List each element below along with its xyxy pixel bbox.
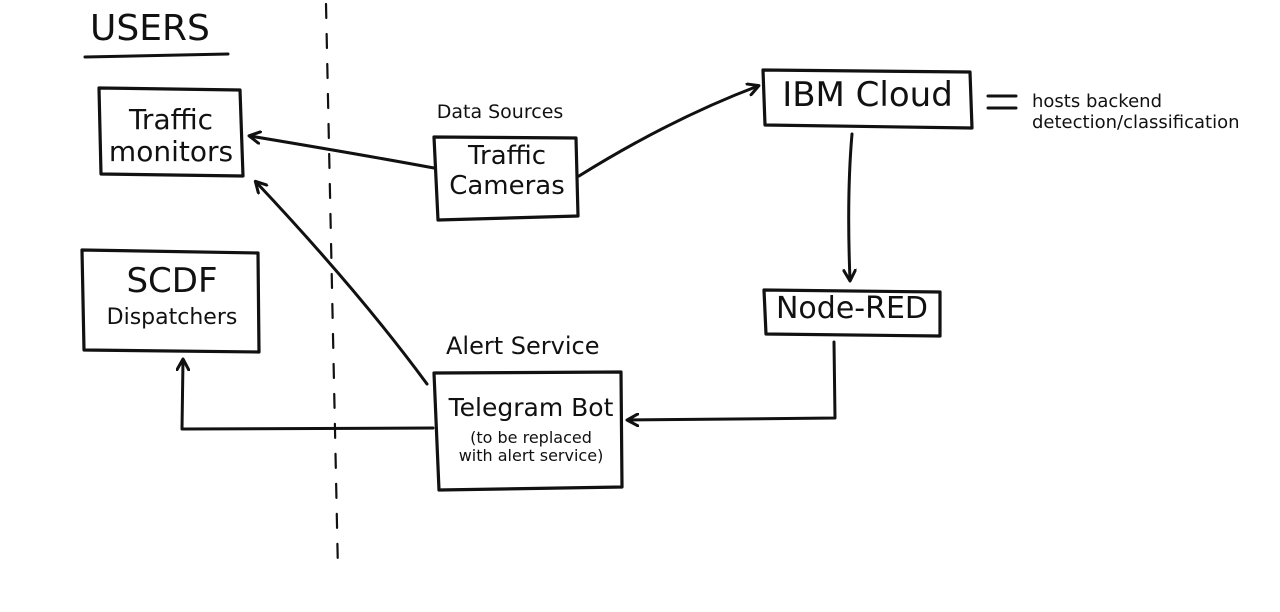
- arrow-node-red-to-telegram: [628, 340, 837, 420]
- users-underline: [83, 52, 230, 59]
- arrow-cameras-to-ibm-cloud: [577, 86, 758, 178]
- scdf-title: SCDF: [126, 261, 218, 301]
- traffic-cameras-label: Traffic Cameras: [449, 141, 565, 201]
- boundary-dashed-line: [324, 2, 340, 574]
- alert-service-label: Alert Service: [446, 332, 600, 360]
- data-sources-label: Data Sources: [436, 101, 564, 123]
- telegram-bot-note: (to be replaced with alert service): [458, 427, 604, 466]
- telegram-bot-box[interactable]: [432, 370, 624, 492]
- traffic-monitors-box[interactable]: [97, 86, 245, 178]
- equals-sign: [986, 94, 1018, 110]
- arrow-telegram-to-scdf: [182, 360, 435, 431]
- node-red-box[interactable]: [762, 288, 942, 338]
- scdf-subtitle: Dispatchers: [106, 305, 238, 331]
- users-heading: USERS: [90, 8, 210, 49]
- ibm-cloud-label: IBM Cloud: [782, 75, 953, 115]
- telegram-bot-label: Telegram Bot (to be replaced with alert …: [440, 393, 622, 466]
- hosts-backend-note: hosts backend detection/classification: [1032, 91, 1240, 133]
- scdf-dispatchers-box[interactable]: [80, 248, 261, 354]
- arrow-cameras-to-monitors: [250, 136, 436, 170]
- arrow-telegram-to-monitors: [256, 182, 429, 386]
- arrow-ibm-cloud-to-node-red: [849, 132, 852, 280]
- traffic-monitors-label: Traffic monitors: [108, 103, 234, 169]
- traffic-cameras-box[interactable]: [432, 135, 580, 222]
- node-red-label: Node-RED: [775, 291, 929, 326]
- ibm-cloud-box[interactable]: [761, 68, 974, 130]
- scdf-dispatchers-label: SCDF Dispatchers: [84, 261, 260, 331]
- telegram-bot-title: Telegram Bot: [448, 393, 614, 422]
